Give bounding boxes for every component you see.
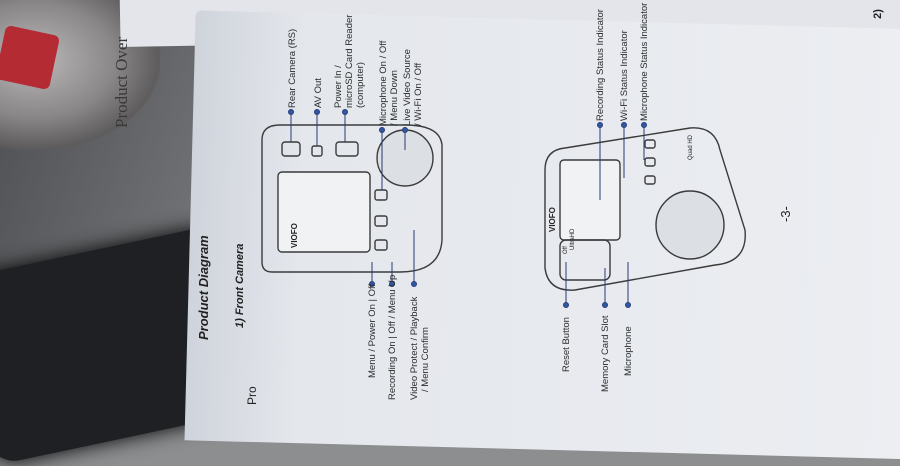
label-microphone-on-off: Microphone On / Off: [378, 40, 389, 126]
label-wifi-on-off: / Wi-Fi On / Off: [413, 62, 424, 126]
device-quad-hd: Quad HD: [688, 134, 694, 160]
label-reset-button: Reset Button: [561, 317, 572, 372]
label-microsd-card-reader: microSD Card Reader: [344, 14, 355, 108]
page-number: -3-: [778, 206, 793, 222]
device-brand-rear: VIOFO: [548, 207, 557, 232]
rear-camera-drawing: [544, 127, 746, 291]
label-recording-menu-up: Recording On | Off / Menu Up: [387, 274, 398, 400]
device-brand-front: VIOFO: [290, 223, 299, 248]
leader-lines-top: [288, 109, 417, 287]
label-microphone: Microphone: [623, 326, 634, 376]
label-memory-card-slot: Memory Card Slot: [600, 315, 611, 392]
label-video-protect: Video Protect / Playback: [409, 296, 420, 400]
device-microsd: UltraHD: [570, 228, 576, 250]
label-power-in: Power In /: [333, 65, 344, 108]
label-menu-down: / Menu Down: [389, 70, 400, 126]
label-rear-camera: Rear Camera (RS): [287, 28, 298, 108]
label-wifi-status-indicator: Wi-Fi Status Indicator: [619, 30, 630, 121]
label-microphone-status-indicator: Microphone Status Indicator: [639, 2, 650, 121]
label-av-out: AV Out: [313, 78, 324, 108]
label-computer: (computer): [355, 62, 366, 108]
device-off: Off: [563, 246, 569, 254]
leader-lines-bottom: [563, 122, 647, 308]
front-camera-drawing: [261, 124, 443, 273]
label-live-video-source: Live Video Source: [402, 49, 413, 126]
label-menu-power: Menu / Power On | Off: [367, 283, 378, 378]
label-recording-status-indicator: Recording Status Indicator: [595, 9, 606, 121]
diagram: [261, 109, 746, 308]
label-menu-confirm: / Menu Confirm: [420, 327, 431, 392]
